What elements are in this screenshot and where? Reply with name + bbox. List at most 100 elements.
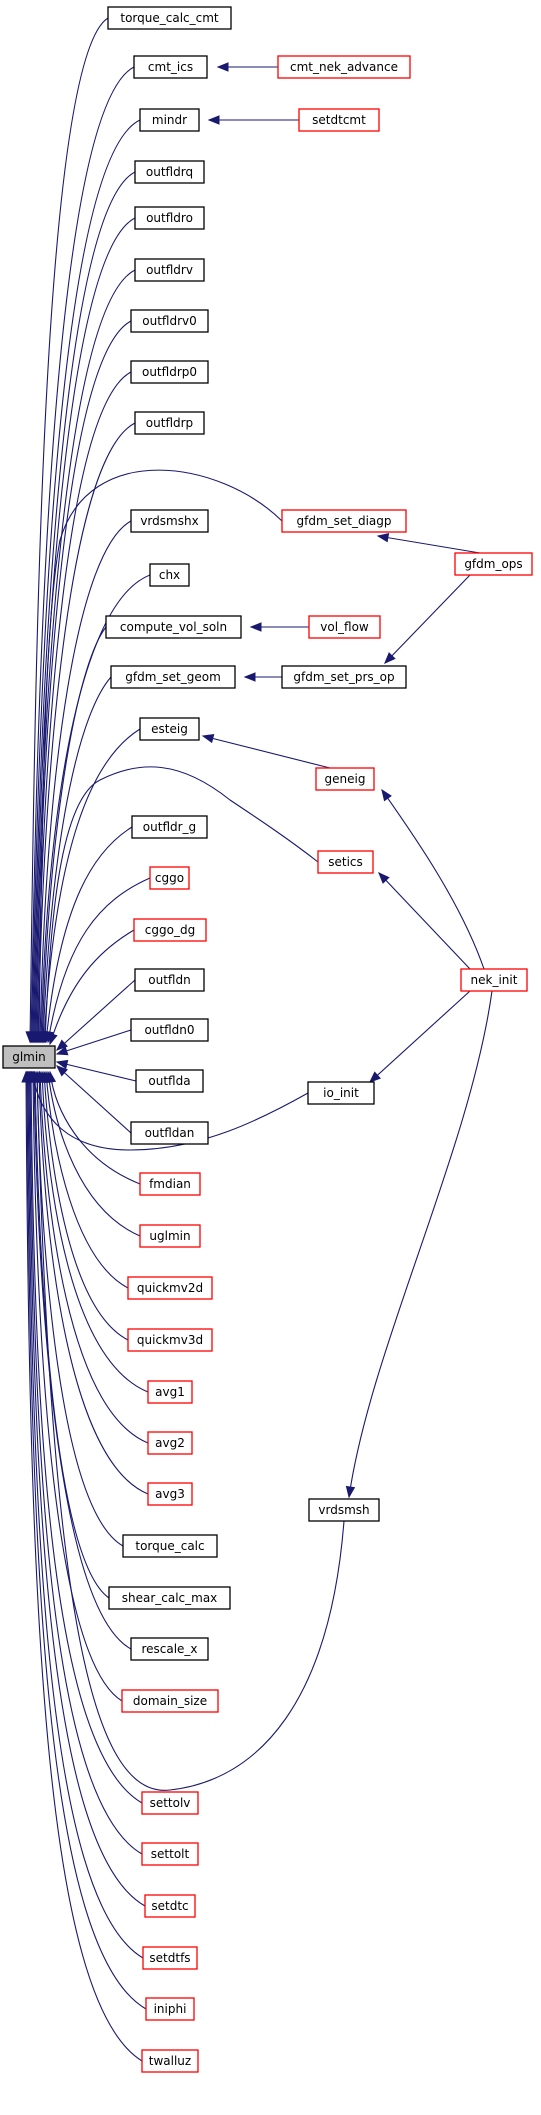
node-mindr[interactable]: mindr [139, 108, 200, 132]
node-setdtc[interactable]: setdtc [144, 1894, 196, 1918]
node-geneig[interactable]: geneig [315, 767, 375, 791]
node-settolt[interactable]: settolt [141, 1842, 199, 1866]
node-gfdm_set_prs_op[interactable]: gfdm_set_prs_op [281, 665, 407, 689]
node-shear_calc_max[interactable]: shear_calc_max [108, 1586, 231, 1610]
node-avg2[interactable]: avg2 [147, 1431, 193, 1455]
node-box [308, 1498, 380, 1522]
node-vol_flow[interactable]: vol_flow [308, 615, 381, 639]
edge-outfldn0-to-glmin [55, 1029, 132, 1056]
node-avg1[interactable]: avg1 [147, 1380, 193, 1404]
node-outfldrq[interactable]: outfldrq [134, 160, 205, 184]
node-domain_size[interactable]: domain_size [121, 1689, 219, 1713]
node-label: torque_calc [135, 1539, 204, 1553]
node-chx[interactable]: chx [149, 563, 190, 587]
node-vrdsmsh[interactable]: vrdsmsh [308, 1498, 380, 1522]
edge-line [369, 990, 471, 1083]
edge-line [39, 1071, 149, 1444]
node-outfldrv[interactable]: outfldrv [134, 258, 205, 282]
edge-vol_flow-to-compute_vol_soln [249, 622, 309, 632]
node-gfdm_set_geom[interactable]: gfdm_set_geom [110, 665, 236, 689]
node-box [141, 1842, 199, 1866]
node-outfldro[interactable]: outfldro [134, 206, 205, 230]
node-uglmin[interactable]: uglmin [139, 1224, 201, 1248]
node-box [135, 1069, 204, 1093]
node-outfldan[interactable]: outfldan [130, 1121, 209, 1145]
node-cmt_nek_advance[interactable]: cmt_nek_advance [277, 55, 411, 79]
node-iniphi[interactable]: iniphi [145, 1997, 195, 2021]
node-torque_calc_cmt[interactable]: torque_calc_cmt [107, 6, 232, 30]
edge-line [28, 1071, 146, 1907]
edge-line [378, 872, 471, 970]
node-label: geneig [325, 772, 366, 786]
node-outfldn0[interactable]: outfldn0 [130, 1018, 209, 1042]
edge-line [36, 1071, 124, 1547]
edge-nek_init-to-vrdsmsh [345, 990, 493, 1499]
node-outfldr_g[interactable]: outfldr_g [131, 815, 208, 839]
node-label: io_init [323, 1086, 359, 1100]
edge-nek_init-to-setics [378, 872, 471, 970]
node-setics[interactable]: setics [317, 850, 374, 874]
node-cggo[interactable]: cggo [149, 866, 190, 890]
node-outfldrp0[interactable]: outfldrp0 [130, 360, 209, 384]
node-torque_calc[interactable]: torque_calc [122, 1534, 218, 1558]
edge-outflda-to-glmin [55, 1059, 137, 1082]
edge-arrowhead [55, 1046, 69, 1056]
node-box [460, 968, 528, 992]
node-outfldn[interactable]: outfldn [134, 968, 205, 992]
node-esteig[interactable]: esteig [139, 717, 200, 741]
node-box [127, 1328, 213, 1352]
node-label: cmt_ics [148, 60, 193, 74]
edge-line [47, 1071, 141, 1237]
node-rescale_x[interactable]: rescale_x [130, 1637, 209, 1661]
node-label: outfldrv0 [142, 314, 197, 328]
node-cmt_ics[interactable]: cmt_ics [133, 55, 208, 79]
node-vrdsmshx[interactable]: vrdsmshx [130, 509, 209, 533]
edge-line [377, 535, 481, 554]
node-label: uglmin [149, 1229, 190, 1243]
edge-cmt_nek_advance-to-cmt_ics [216, 62, 278, 72]
edge-line [42, 676, 112, 1043]
edge-arrowhead [48, 1032, 58, 1046]
node-setdtcmt[interactable]: setdtcmt [298, 108, 380, 132]
node-io_init[interactable]: io_init [307, 1081, 375, 1105]
node-outflda[interactable]: outflda [135, 1069, 204, 1093]
node-quickmv3d[interactable]: quickmv3d [127, 1328, 213, 1352]
edge-line [37, 422, 136, 1043]
edge-line [47, 877, 151, 1043]
node-box [122, 1534, 218, 1558]
edge-line [38, 469, 283, 1043]
node-gfdm_ops[interactable]: gfdm_ops [454, 552, 533, 576]
node-box [145, 1997, 195, 2021]
node-quickmv2d[interactable]: quickmv2d [127, 1276, 213, 1300]
node-label: settolt [151, 1847, 190, 1861]
node-setdtfs[interactable]: setdtfs [142, 1946, 198, 1970]
edge-gfdm_ops-to-gfdm_set_diagp [376, 533, 481, 554]
node-box [142, 1946, 198, 1970]
node-box [147, 1380, 193, 1404]
edge-outfldr_g-to-glmin [42, 826, 133, 1044]
edge-line [26, 1071, 147, 2010]
node-label: outfldr_g [143, 820, 196, 834]
edge-line [32, 171, 136, 1043]
edge-line [56, 979, 136, 1051]
edge-outfldrp-to-glmin [33, 422, 136, 1044]
edge-geneig-to-esteig [201, 733, 331, 769]
edge-line [35, 320, 132, 1043]
node-outfldrp[interactable]: outfldrp [134, 411, 205, 435]
node-outfldrv0[interactable]: outfldrv0 [130, 309, 209, 333]
node-box [139, 1224, 201, 1248]
node-settolv[interactable]: settolv [141, 1791, 199, 1815]
edge-outfldn-to-glmin [55, 979, 136, 1051]
node-compute_vol_soln[interactable]: compute_vol_soln [105, 615, 242, 639]
node-box [139, 717, 200, 741]
node-avg3[interactable]: avg3 [147, 1482, 193, 1506]
edge-line [43, 728, 141, 1043]
node-twalluz[interactable]: twalluz [141, 2049, 199, 2073]
node-nek_init[interactable]: nek_init [460, 968, 528, 992]
node-gfdm_set_diagp[interactable]: gfdm_set_diagp [281, 509, 407, 533]
node-label: outfldrv [146, 263, 193, 277]
node-box [139, 1172, 201, 1196]
node-cggo_dg[interactable]: cggo_dg [133, 918, 207, 942]
node-fmdian[interactable]: fmdian [139, 1172, 201, 1196]
